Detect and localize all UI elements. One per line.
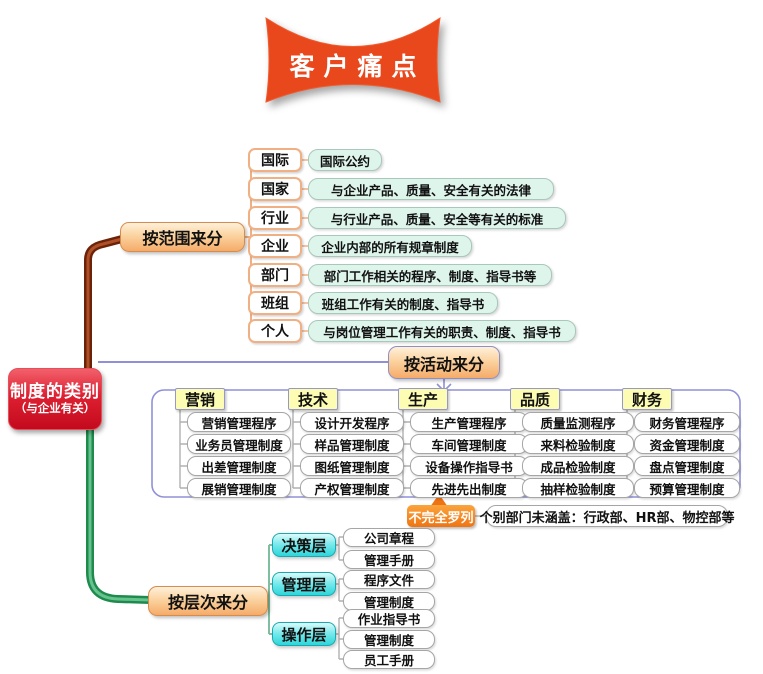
production-item-3[interactable]: 设备操作指导书 [410, 456, 528, 476]
decision-item-1[interactable]: 公司章程 [343, 528, 435, 547]
branch-activity[interactable]: 按活动来分 [388, 346, 500, 379]
cat2-bracket [292, 410, 300, 489]
branch-level[interactable]: 按层次来分 [148, 586, 268, 616]
marketing-item-4[interactable]: 展销管理制度 [187, 478, 291, 498]
level3-items-bracket [336, 617, 343, 660]
spine-scope-highlight [86, 237, 124, 374]
spine-scope [84, 235, 126, 376]
scope-term-2[interactable]: 国家 [248, 177, 302, 201]
category-technology[interactable]: 技术 [288, 388, 338, 410]
incomplete-list-callout[interactable]: 不完全罗列 [407, 505, 475, 527]
technology-item-4[interactable]: 产权管理制度 [300, 478, 404, 498]
quality-item-1[interactable]: 质量监测程序 [522, 412, 634, 432]
level-bracket [268, 544, 272, 635]
operation-item-2[interactable]: 管理制度 [343, 630, 435, 649]
scope-desc-2[interactable]: 与企业产品、质量、安全有关的法律 [308, 178, 554, 200]
category-production[interactable]: 生产 [398, 388, 448, 410]
scope-desc-6[interactable]: 班组工作有关的制度、指导书 [308, 292, 498, 314]
operation-item-1[interactable]: 作业指导书 [343, 609, 435, 628]
root-title: 制度的类别 [10, 381, 100, 402]
finance-item-4[interactable]: 预算管理制度 [634, 478, 740, 498]
category-marketing[interactable]: 营销 [175, 388, 225, 410]
level-management[interactable]: 管理层 [272, 572, 336, 596]
level2-items-bracket [336, 578, 343, 602]
category-finance[interactable]: 财务 [622, 388, 672, 410]
quality-item-2[interactable]: 来料检验制度 [522, 434, 634, 454]
cat1-bracket [179, 410, 187, 489]
spine-level [86, 424, 154, 604]
marketing-item-2[interactable]: 业务员管理制度 [187, 434, 291, 454]
technology-item-3[interactable]: 图纸管理制度 [300, 456, 404, 476]
operation-item-3[interactable]: 员工手册 [343, 650, 435, 669]
banner: 客户痛点 [262, 13, 444, 107]
level-decision[interactable]: 决策层 [272, 533, 336, 557]
scope-desc-5[interactable]: 部门工作相关的程序、制度、指导书等 [308, 264, 552, 286]
category-quality[interactable]: 品质 [510, 388, 560, 410]
quality-item-3[interactable]: 成品检验制度 [522, 456, 634, 476]
marketing-item-3[interactable]: 出差管理制度 [187, 456, 291, 476]
scope-term-1[interactable]: 国际 [248, 148, 302, 172]
marketing-item-1[interactable]: 营销管理程序 [187, 412, 291, 432]
scope-desc-4[interactable]: 企业内部的所有规章制度 [308, 235, 472, 257]
level-operation[interactable]: 操作层 [272, 622, 336, 646]
scope-term-6[interactable]: 班组 [248, 291, 302, 315]
root-subtitle: （与企业有关） [14, 401, 96, 416]
production-item-4[interactable]: 先进先出制度 [410, 478, 528, 498]
banner-title: 客户痛点 [289, 52, 426, 81]
scope-term-7[interactable]: 个人 [248, 319, 302, 343]
management-item-1[interactable]: 程序文件 [343, 570, 435, 589]
spine-level-highlight [88, 426, 152, 602]
scope-desc-7[interactable]: 与岗位管理工作有关的职责、制度、指导书 [308, 320, 576, 342]
banner-flag-shape [265, 16, 441, 103]
technology-item-1[interactable]: 设计开发程序 [300, 412, 404, 432]
root-node[interactable]: 制度的类别 （与企业有关） [8, 368, 102, 430]
scope-term-4[interactable]: 企业 [248, 234, 302, 258]
callout-pointer [430, 494, 448, 507]
finance-item-3[interactable]: 盘点管理制度 [634, 456, 740, 476]
scope-desc-3[interactable]: 与行业产品、质量、安全等有关的标准 [308, 207, 566, 229]
technology-item-2[interactable]: 样品管理制度 [300, 434, 404, 454]
scope-term-5[interactable]: 部门 [248, 263, 302, 287]
scope-desc-stubs [302, 159, 308, 332]
finance-item-2[interactable]: 资金管理制度 [634, 434, 740, 454]
quality-item-4[interactable]: 抽样检验制度 [522, 478, 634, 498]
production-item-2[interactable]: 车间管理制度 [410, 434, 528, 454]
production-item-1[interactable]: 生产管理程序 [410, 412, 528, 432]
level1-items-bracket [336, 536, 343, 561]
scope-desc-1[interactable]: 国际公约 [308, 149, 382, 171]
finance-item-1[interactable]: 财务管理程序 [634, 412, 740, 432]
scope-term-3[interactable]: 行业 [248, 206, 302, 230]
cat3-bracket [402, 410, 410, 489]
uncovered-departments-note[interactable]: 个别部门未涵盖：行政部、HR部、物控部等 [480, 505, 734, 527]
branch-scope[interactable]: 按范围来分 [120, 222, 245, 252]
decision-item-2[interactable]: 管理手册 [343, 550, 435, 569]
